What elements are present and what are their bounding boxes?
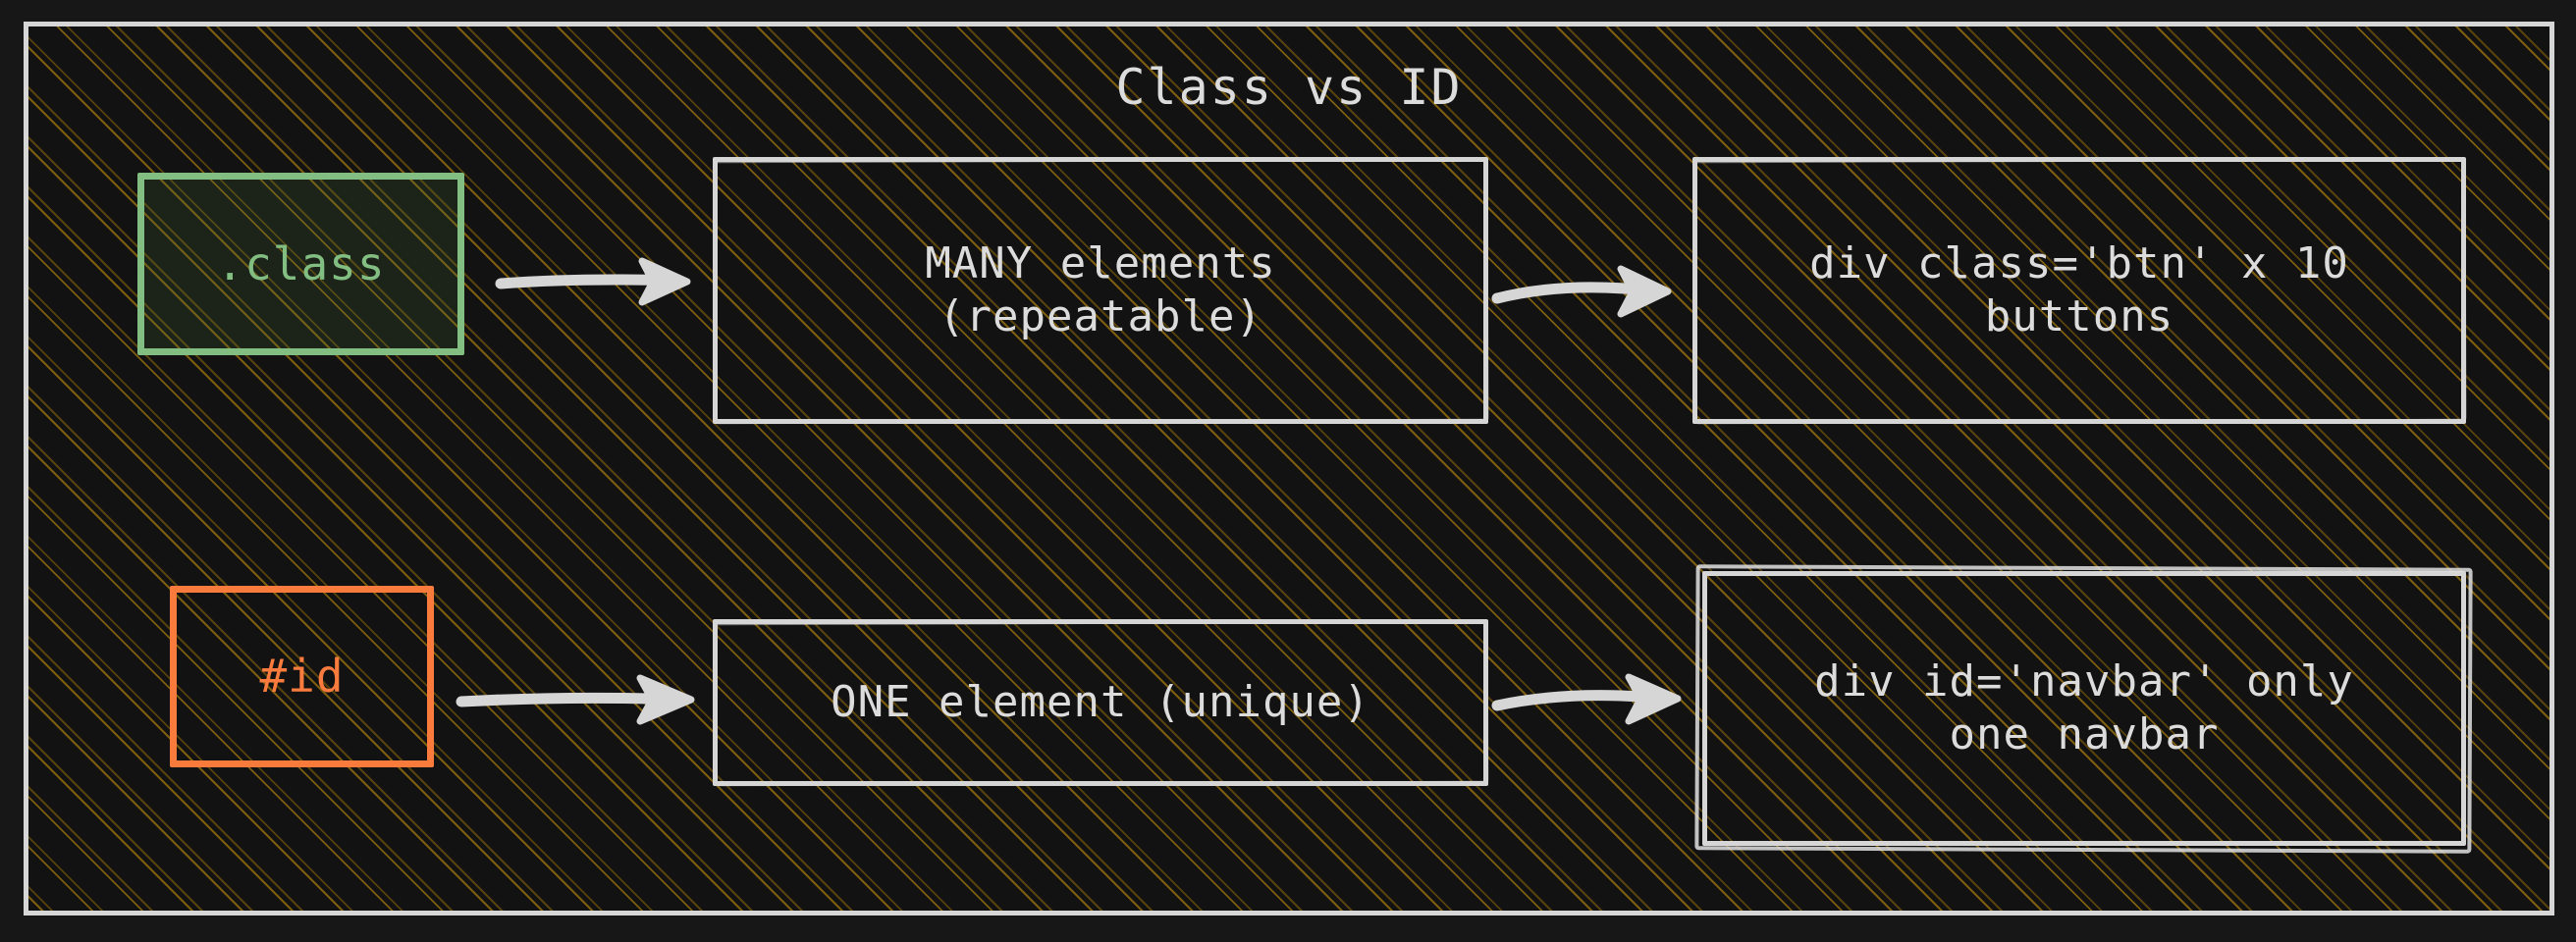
arrow-one-to-navbar xyxy=(1491,654,1697,743)
arrow-icon xyxy=(495,257,691,306)
node-btn-example-label: div class='btn' x 10 buttons xyxy=(1809,238,2349,341)
node-id-selector[interactable]: #id xyxy=(170,586,434,767)
arrow-icon xyxy=(1491,265,1672,318)
node-navbar-example-label: div id='navbar' only one navbar xyxy=(1814,656,2354,759)
diagram-frame: Class vs ID .class MANY elements (repeat… xyxy=(28,26,2549,911)
node-one-element-label: ONE element (unique) xyxy=(831,677,1370,728)
node-class-selector[interactable]: .class xyxy=(137,173,464,355)
arrow-class-to-many xyxy=(495,237,711,326)
node-navbar-example[interactable]: div id='navbar' only one navbar xyxy=(1702,571,2466,846)
diagram-title: Class vs ID xyxy=(1115,59,1463,116)
node-one-element[interactable]: ONE element (unique) xyxy=(713,619,1488,786)
arrow-icon xyxy=(456,674,695,725)
arrow-many-to-btn xyxy=(1491,247,1688,336)
node-many-elements[interactable]: MANY elements (repeatable) xyxy=(713,157,1488,424)
node-btn-example[interactable]: div class='btn' x 10 buttons xyxy=(1692,157,2466,424)
node-id-selector-label: #id xyxy=(259,650,345,704)
arrow-icon xyxy=(1491,673,1682,725)
node-class-selector-label: .class xyxy=(216,236,386,290)
node-many-elements-label: MANY elements (repeatable) xyxy=(925,238,1276,341)
arrow-id-to-one xyxy=(456,654,716,743)
